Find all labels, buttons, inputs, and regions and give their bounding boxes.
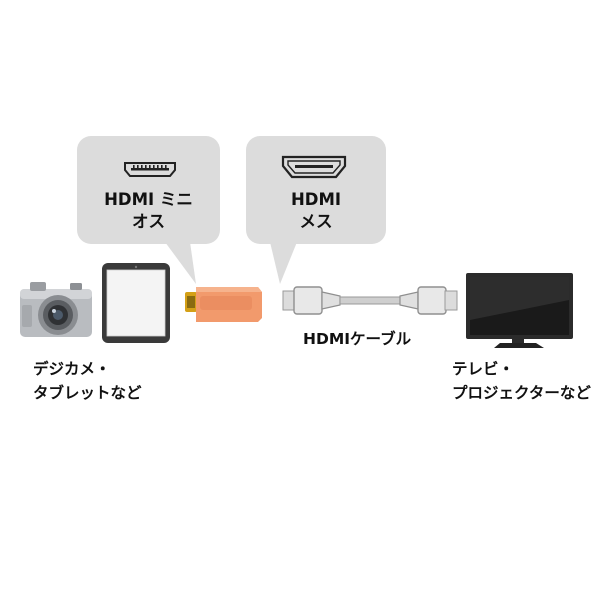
display-label-line2: プロジェクターなど — [452, 384, 591, 402]
bubble-left-line1: HDMI ミニ — [104, 190, 193, 209]
display-label-line1: テレビ・ — [452, 360, 515, 378]
camera-icon — [20, 282, 92, 337]
display-label: テレビ・ プロジェクターなど — [452, 357, 591, 405]
bubble-left-text: HDMI ミニ オス — [77, 189, 220, 233]
bubble-right-text: HDMI メス — [246, 189, 386, 233]
tablet-icon — [102, 263, 170, 343]
bubble-right-line1: HDMI — [290, 190, 342, 209]
bubble-right-line2: メス — [299, 212, 333, 231]
cable-label: HDMIケーブル — [303, 330, 412, 348]
devices-label-line2: タブレットなど — [33, 384, 142, 402]
bubble-hdmi-mini-male — [77, 136, 220, 284]
cable-icon — [282, 286, 458, 315]
devices-label: デジカメ・ タブレットなど — [33, 357, 142, 405]
hdmi-port-icon — [281, 155, 347, 179]
devices-label-line1: デジカメ・ — [33, 360, 111, 378]
hdmi-mini-port-icon — [124, 162, 176, 177]
adapter-icon — [185, 287, 262, 322]
bubble-hdmi-female — [246, 136, 386, 284]
bubble-left-line2: オス — [132, 212, 165, 231]
monitor-icon — [466, 273, 573, 348]
